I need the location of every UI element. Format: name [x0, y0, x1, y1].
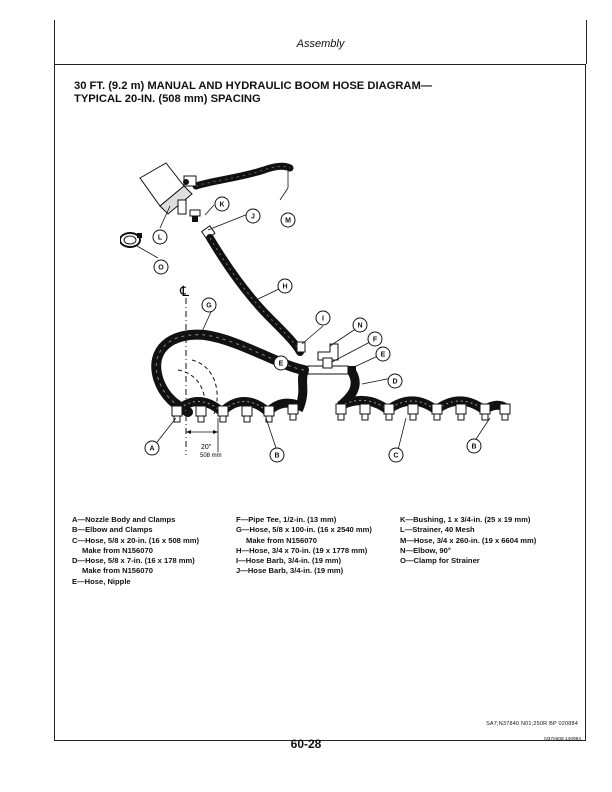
- callouts: M K J L O H G I N F E E D A B C B: [144, 196, 482, 463]
- callout-m: M: [280, 212, 296, 228]
- callout-b-left: B: [269, 447, 285, 463]
- legend-item: I—Hose Barb, 3/4-in. (19 mm): [236, 556, 342, 566]
- callout-e-right: E: [375, 346, 391, 362]
- legend-item: K—Bushing, 1 x 3/4-in. (25 x 19 mm): [400, 515, 531, 524]
- svg-text:D: D: [392, 379, 397, 386]
- legend-item: J—Hose Barb, 3/4-in. (19 mm): [236, 566, 344, 576]
- svg-text:J: J: [251, 214, 255, 221]
- page-number: 60-28: [290, 737, 322, 751]
- callout-h: H: [277, 278, 293, 294]
- svg-text:F: F: [373, 337, 378, 344]
- svg-text:E: E: [279, 361, 284, 368]
- legend-item: O—Clamp for Strainer: [400, 556, 480, 566]
- legend-item: E—Hose, Nipple: [72, 576, 131, 586]
- callout-n: N: [352, 317, 368, 333]
- hose-m: [192, 162, 294, 190]
- callout-l: L: [152, 229, 168, 245]
- legend-item: D—Hose, 5/8 x 7-in. (16 x 178 mm): [72, 556, 195, 566]
- svg-text:O: O: [158, 265, 164, 272]
- boom-hose-left: [172, 369, 309, 419]
- svg-text:B: B: [274, 453, 279, 460]
- page-frame-right: [586, 20, 587, 64]
- hose-barb-i-icon: [296, 341, 306, 353]
- nozzle-bodies: [171, 403, 511, 423]
- centerline-symbol: ℄: [179, 284, 189, 300]
- legend-item: F—Pipe Tee, 1/2-in. (13 mm): [236, 515, 337, 524]
- title-line-2: TYPICAL 20-IN. (508 mm) SPACING: [74, 93, 261, 105]
- svg-text:A: A: [149, 446, 154, 453]
- legend-column-2: F—Pipe Tee, 1/2-in. (13 mm) G—Hose, 5/8 …: [236, 515, 372, 577]
- callout-k: K: [214, 196, 230, 212]
- svg-text:B: B: [471, 444, 476, 451]
- callout-e-left: E: [273, 355, 289, 371]
- legend-item: H—Hose, 3/4 x 70-in. (19 x 1778 mm): [236, 545, 368, 555]
- legend-item: G—Hose, 5/8 x 100-in. (16 x 2540 mm): [236, 525, 372, 535]
- legend-item: C—Hose, 5/8 x 20-in. (16 x 508 mm): [72, 535, 200, 545]
- legend-item: B—Elbow and Clamps: [72, 525, 153, 535]
- legend-item: Make from N156070: [82, 566, 153, 576]
- fitting-k-icon: [189, 209, 201, 222]
- content-panel: [54, 64, 586, 741]
- diagram-title: 30 FT. (9.2 m) MANUAL AND HYDRAULIC BOOM…: [74, 80, 554, 106]
- legend-item: N—Elbow, 90°: [400, 545, 451, 555]
- strainer-icon: [139, 162, 197, 215]
- section-header: Assembly: [296, 38, 345, 50]
- legend-item: Make from N156070: [246, 535, 317, 545]
- legend-column-3: K—Bushing, 1 x 3/4-in. (25 x 19 mm) L—St…: [400, 515, 536, 566]
- clamp-icon: [120, 232, 142, 248]
- svg-text:K: K: [219, 202, 224, 209]
- page-frame-left: [54, 20, 55, 64]
- svg-text:L: L: [158, 235, 163, 242]
- callout-o: O: [153, 259, 169, 275]
- svg-text:E: E: [381, 352, 386, 359]
- callout-i: I: [315, 310, 331, 326]
- legend-item: L—Strainer, 40 Mesh: [400, 525, 475, 535]
- title-line-1: 30 FT. (9.2 m) MANUAL AND HYDRAULIC BOOM…: [74, 80, 433, 92]
- svg-text:C: C: [393, 453, 398, 460]
- svg-text:G: G: [206, 303, 212, 310]
- callout-f: F: [367, 331, 383, 347]
- callout-c: C: [388, 447, 404, 463]
- svg-text:N: N: [357, 323, 362, 330]
- legend-item: A—Nozzle Body and Clamps: [72, 515, 176, 524]
- image-code: N37e608 140984: [544, 737, 581, 742]
- callout-b-right: B: [466, 438, 482, 454]
- svg-text:M: M: [285, 218, 291, 225]
- document-reference: SA7;N37840 N01;250R BP 020884: [486, 721, 578, 727]
- svg-text:I: I: [322, 316, 324, 323]
- hose-diagram: ℄ 20" 508 mm: [120, 162, 511, 463]
- legend-column-1: A—Nozzle Body and Clamps B—Elbow and Cla…: [72, 515, 199, 587]
- legend-item: M—Hose, 3/4 x 260-in. (19 x 6604 mm): [400, 535, 537, 545]
- spacing-mm: 508 mm: [200, 453, 222, 459]
- callout-j: J: [245, 208, 261, 224]
- callout-a: A: [144, 440, 160, 456]
- spacing-inches: 20": [201, 444, 212, 451]
- elbow-n-icon: [317, 343, 339, 361]
- callout-g: G: [201, 297, 217, 313]
- svg-text:H: H: [282, 284, 287, 291]
- legend-item: Make from N156070: [82, 545, 153, 555]
- callout-d: D: [387, 373, 403, 389]
